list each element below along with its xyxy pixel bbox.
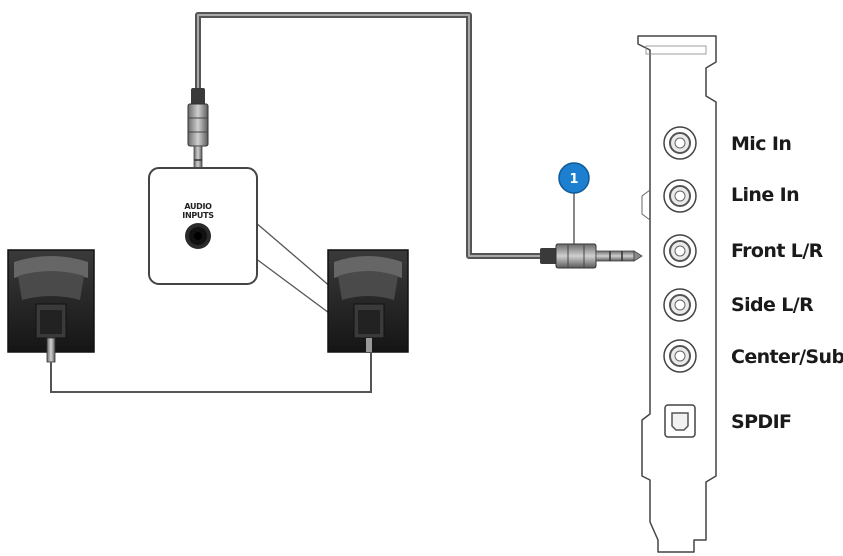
svg-text:1: 1 xyxy=(569,172,578,187)
port-mic-in[interactable] xyxy=(663,126,697,160)
callout-marker-1: 1 xyxy=(558,162,590,244)
port-side-lr[interactable] xyxy=(663,288,697,322)
port-front-lr[interactable] xyxy=(663,234,697,268)
port-center-sub[interactable] xyxy=(663,339,697,373)
left-speaker xyxy=(7,249,95,363)
port-line-in[interactable] xyxy=(663,179,697,213)
port-label-center-sub: Center/Sub xyxy=(731,346,843,368)
right-speaker xyxy=(327,249,409,353)
soundcard-plug xyxy=(540,243,643,269)
port-label-side-lr: Side L/R xyxy=(731,294,814,316)
audio-cable xyxy=(195,12,544,259)
audio-inputs-panel: AUDIO INPUTS xyxy=(148,167,361,331)
audio-inputs-label-line2: INPUTS xyxy=(182,211,214,220)
port-label-line-in: Line In xyxy=(731,184,799,206)
port-label-mic-in: Mic In xyxy=(731,133,791,155)
speaker-link-cable xyxy=(50,352,372,393)
port-label-spdif: SPDIF xyxy=(731,411,791,433)
port-label-front-lr: Front L/R xyxy=(731,240,824,262)
audio-inputs-label-line1: AUDIO xyxy=(184,202,212,211)
port-spdif[interactable] xyxy=(664,404,696,438)
